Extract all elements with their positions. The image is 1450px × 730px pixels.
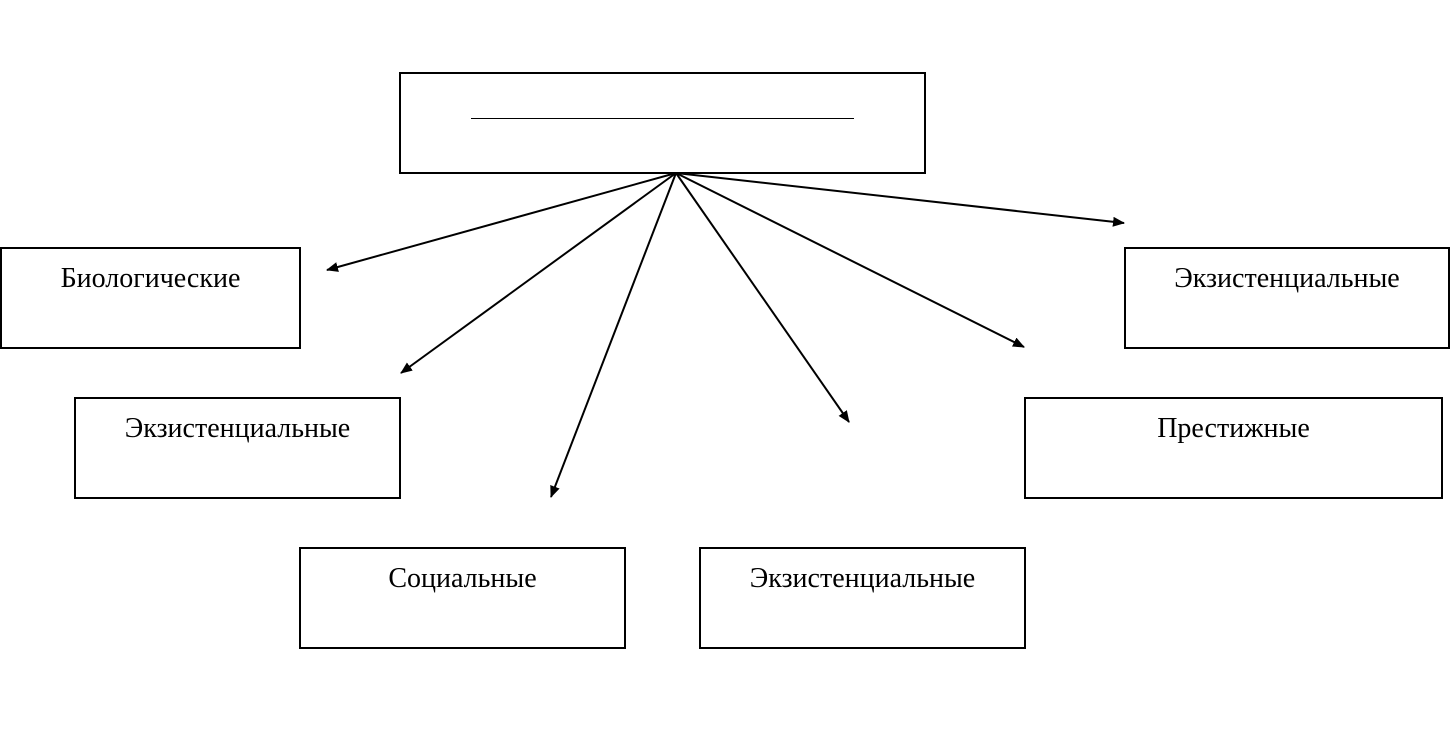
root-blank-line xyxy=(471,118,854,119)
node-existential-right: Экзистенциальные xyxy=(1124,247,1450,349)
node-social: Социальные xyxy=(299,547,626,649)
node-prestige-label: Престижные xyxy=(1157,413,1310,444)
node-prestige: Престижные xyxy=(1024,397,1443,499)
arrow-to-existential-bottom xyxy=(675,172,850,423)
node-existential-left-label: Экзистенциальные xyxy=(124,413,351,444)
node-existential-bottom: Экзистенциальные xyxy=(699,547,1026,649)
node-biological: Биологические xyxy=(0,247,301,349)
arrow-to-biological xyxy=(326,172,677,272)
node-existential-right-label: Экзистенциальные xyxy=(1174,263,1400,294)
node-biological-label: Биологические xyxy=(60,263,241,294)
arrow-to-existential-right xyxy=(675,172,1125,227)
node-existential-bottom-label: Экзистенциальные xyxy=(749,563,976,594)
node-existential-left: Экзистенциальные xyxy=(74,397,401,499)
node-social-label: Социальные xyxy=(388,563,537,594)
arrow-to-prestige xyxy=(675,172,1025,348)
arrow-to-social xyxy=(550,172,677,498)
arrow-to-existential-left xyxy=(400,172,677,374)
root-node-box xyxy=(399,72,926,174)
